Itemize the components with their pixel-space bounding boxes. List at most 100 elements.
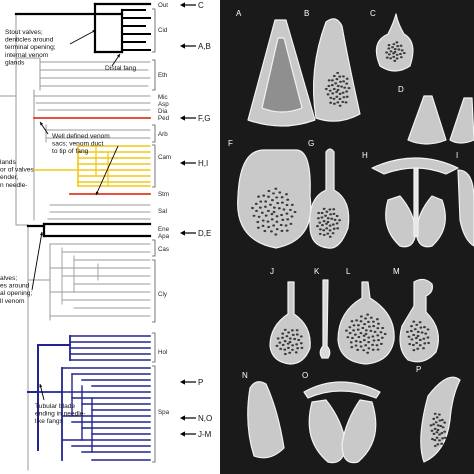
- annotation-line: Distal fang: [105, 65, 136, 72]
- pore: [416, 330, 420, 333]
- pore: [339, 80, 342, 83]
- pore: [395, 41, 399, 44]
- pore: [432, 432, 436, 435]
- pore: [257, 215, 261, 218]
- pore: [345, 82, 349, 85]
- specimen-f: [237, 149, 312, 249]
- pore: [359, 315, 363, 318]
- pore: [335, 214, 339, 218]
- pore: [277, 207, 281, 210]
- pore: [420, 331, 424, 334]
- specimen-l-pores: [345, 313, 387, 354]
- specimen-h-arms: [371, 157, 459, 175]
- pore: [347, 86, 351, 90]
- pore: [267, 209, 270, 213]
- pore: [414, 336, 418, 340]
- pore: [367, 320, 370, 323]
- pore: [318, 232, 322, 236]
- pore: [291, 344, 295, 347]
- pore: [367, 325, 371, 328]
- pore: [356, 328, 360, 331]
- pore: [418, 338, 422, 342]
- pore: [328, 208, 332, 211]
- pore: [328, 89, 332, 92]
- arrowhead-icon: [180, 415, 185, 421]
- pore: [396, 45, 400, 48]
- pore: [352, 324, 356, 327]
- pore: [322, 233, 326, 237]
- taxon-label: Spa: [158, 409, 170, 416]
- pore: [346, 336, 350, 339]
- pore: [295, 329, 299, 332]
- pore: [281, 343, 285, 346]
- arrowhead-icon: [40, 122, 44, 126]
- pore: [354, 340, 358, 343]
- pore: [430, 429, 434, 432]
- specimen-i: [457, 169, 474, 247]
- specimen-j-pores: [275, 328, 304, 356]
- pore: [371, 335, 375, 338]
- pore: [275, 344, 279, 347]
- arrowhead-icon: [180, 160, 185, 166]
- annotation-line: ending in needle-: [35, 411, 86, 418]
- pore: [433, 439, 437, 442]
- pore: [264, 214, 268, 217]
- pore: [399, 44, 403, 47]
- pore: [291, 348, 294, 351]
- pore: [364, 329, 368, 332]
- panel-letter: I: [456, 151, 458, 160]
- taxon-label: Dia: [158, 108, 168, 115]
- phylogenetic-tree: OutCidEthMicAspDiaPedArbCamStmSalEneApaC…: [0, 1, 212, 471]
- pore: [333, 102, 336, 105]
- figure-ref-label: F,G: [198, 114, 210, 123]
- pore: [332, 74, 336, 78]
- pore: [271, 199, 274, 202]
- pore: [410, 325, 413, 328]
- pore: [349, 341, 353, 344]
- arrowhead-icon: [180, 431, 185, 437]
- pore: [261, 219, 265, 222]
- annotation-line: lands: [0, 159, 16, 166]
- pore: [338, 104, 342, 107]
- pore: [288, 340, 292, 344]
- pore: [256, 220, 260, 224]
- pore: [372, 339, 376, 342]
- taxon-labels: OutCidEthMicAspDiaPedArbCamStmSalEneApaC…: [158, 2, 171, 416]
- pore: [438, 439, 441, 442]
- pore: [280, 196, 284, 199]
- annotation-line: or of valves: [0, 167, 34, 174]
- panel-letter: C: [370, 9, 376, 18]
- arrowhead-icon: [180, 379, 185, 385]
- pore: [275, 220, 279, 223]
- annotation-line: es around: [0, 283, 30, 290]
- pore: [379, 342, 383, 345]
- pore: [431, 437, 434, 441]
- annotation-line: ll venom: [0, 298, 25, 305]
- pore: [415, 323, 419, 326]
- pore: [329, 96, 333, 99]
- pore: [412, 320, 416, 323]
- pore: [269, 203, 272, 206]
- pore: [429, 424, 433, 427]
- pore: [350, 320, 354, 323]
- pore: [288, 351, 292, 354]
- pore: [380, 336, 384, 339]
- pore: [336, 71, 340, 75]
- pore: [426, 336, 430, 339]
- pore: [287, 346, 290, 349]
- pore: [280, 201, 284, 204]
- pore: [436, 424, 440, 427]
- pore: [336, 88, 340, 92]
- panel-letter: P: [416, 365, 421, 374]
- pore: [300, 346, 304, 349]
- pore: [381, 326, 385, 330]
- pore: [342, 80, 346, 83]
- pore: [317, 211, 321, 215]
- pore: [260, 211, 264, 214]
- pore: [278, 191, 282, 194]
- pore: [338, 97, 342, 101]
- pore: [395, 53, 399, 56]
- pore: [418, 321, 422, 324]
- pore: [434, 421, 438, 424]
